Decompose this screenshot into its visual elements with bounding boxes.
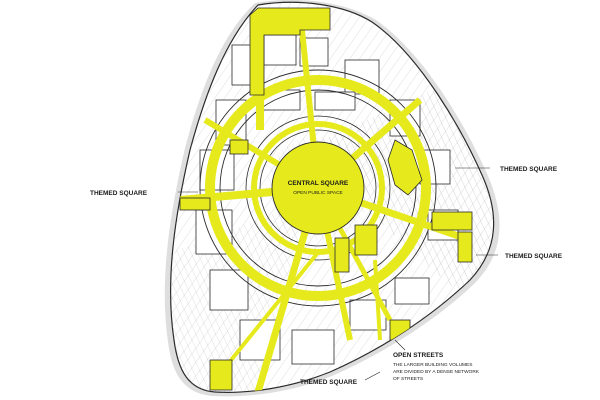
site-contents bbox=[170, 2, 494, 393]
open-streets-line-1: THE LARGER BUILDING VOLUMES bbox=[393, 362, 472, 368]
central-square bbox=[271, 141, 365, 235]
themed-plazas bbox=[179, 7, 473, 391]
themed-square-right-top-label: THEMED SQUARE bbox=[500, 166, 558, 173]
open-streets-line-3: OF STREETS bbox=[393, 376, 423, 382]
themed-square-right-mid-label: THEMED SQUARE bbox=[505, 253, 563, 260]
leader-lines bbox=[178, 167, 498, 381]
central-square-title: CENTRAL SQUARE bbox=[288, 180, 349, 187]
open-streets-line-2: ARE DIVIDED BY A DENSE NETWORK bbox=[393, 369, 480, 375]
open-streets-title: OPEN STREETS bbox=[393, 352, 444, 359]
themed-square-left-label: THEMED SQUARE bbox=[90, 190, 148, 197]
themed-square-bottom-label: THEMED SQUARE bbox=[300, 379, 358, 386]
central-square-subtitle: OPEN PUBLIC SPACE bbox=[293, 190, 343, 196]
